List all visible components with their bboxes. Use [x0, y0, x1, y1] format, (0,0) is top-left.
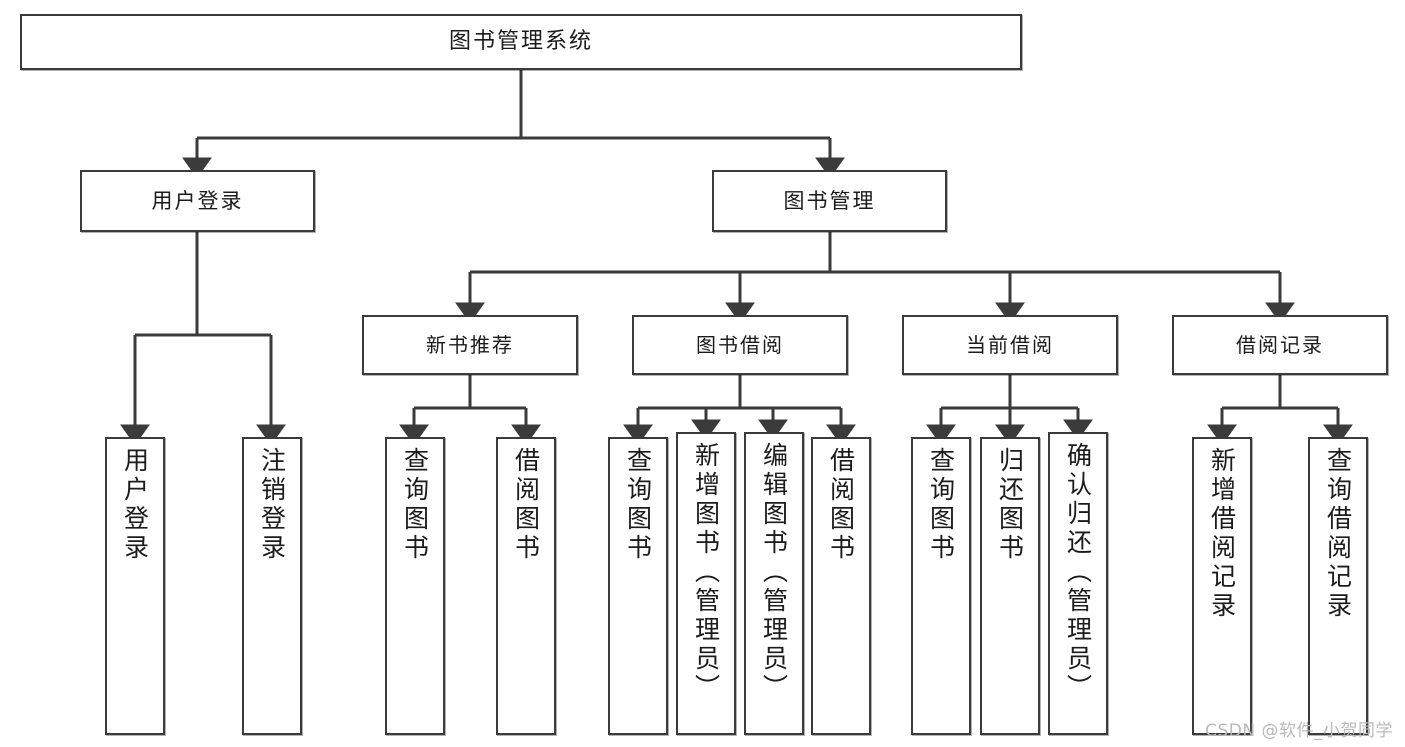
node-leaf-query-book-2[interactable]: 查询图书 — [608, 437, 668, 735]
node-label: 编辑图书（管理员） — [759, 442, 789, 703]
node-leaf-query-record[interactable]: 查询借阅记录 — [1308, 437, 1368, 735]
node-user-login[interactable]: 用户登录 — [80, 170, 315, 232]
node-leaf-edit-book[interactable]: 编辑图书（管理员） — [744, 432, 804, 735]
node-current-borrow[interactable]: 当前借阅 — [902, 315, 1118, 375]
node-leaf-logout-login[interactable]: 注销登录 — [242, 437, 302, 735]
node-label: 归还图书 — [995, 447, 1025, 563]
node-leaf-add-record[interactable]: 新增借阅记录 — [1192, 437, 1252, 735]
node-leaf-add-book[interactable]: 新增图书（管理员） — [676, 432, 736, 735]
node-label: 借阅记录 — [1236, 332, 1324, 357]
node-label: 图书借阅 — [696, 332, 784, 357]
node-label: 新增图书（管理员） — [691, 442, 721, 703]
node-root-system[interactable]: 图书管理系统 — [20, 14, 1022, 70]
watermark-text: CSDN @软件_小贺同学 — [1205, 721, 1393, 741]
node-label: 确认归还（管理员） — [1063, 442, 1093, 703]
node-borrow-record[interactable]: 借阅记录 — [1172, 315, 1388, 375]
node-leaf-borrow-book-1[interactable]: 借阅图书 — [496, 437, 556, 735]
node-label: 用户登录 — [120, 447, 150, 563]
node-label: 当前借阅 — [966, 332, 1054, 357]
node-book-borrow[interactable]: 图书借阅 — [632, 315, 848, 375]
node-leaf-return-book[interactable]: 归还图书 — [980, 437, 1040, 735]
node-leaf-user-login[interactable]: 用户登录 — [105, 437, 165, 735]
node-leaf-query-book-3[interactable]: 查询图书 — [911, 437, 971, 735]
node-label: 查询图书 — [400, 447, 430, 563]
node-label: 新增借阅记录 — [1207, 447, 1237, 621]
node-label: 图书管理 — [783, 188, 876, 213]
node-label: 查询图书 — [926, 447, 956, 563]
node-new-book-recommend[interactable]: 新书推荐 — [362, 315, 578, 375]
node-label: 查询图书 — [623, 447, 653, 563]
node-leaf-query-book-1[interactable]: 查询图书 — [385, 437, 445, 735]
node-label: 新书推荐 — [426, 332, 514, 357]
node-book-management[interactable]: 图书管理 — [712, 170, 947, 232]
node-label: 查询借阅记录 — [1323, 447, 1353, 621]
node-label: 注销登录 — [257, 447, 287, 563]
node-leaf-borrow-book-2[interactable]: 借阅图书 — [811, 437, 871, 735]
node-label: 借阅图书 — [511, 447, 541, 563]
node-label: 借阅图书 — [826, 447, 856, 563]
node-label: 图书管理系统 — [448, 29, 593, 55]
node-leaf-confirm-return[interactable]: 确认归还（管理员） — [1048, 432, 1108, 735]
node-label: 用户登录 — [151, 188, 244, 213]
